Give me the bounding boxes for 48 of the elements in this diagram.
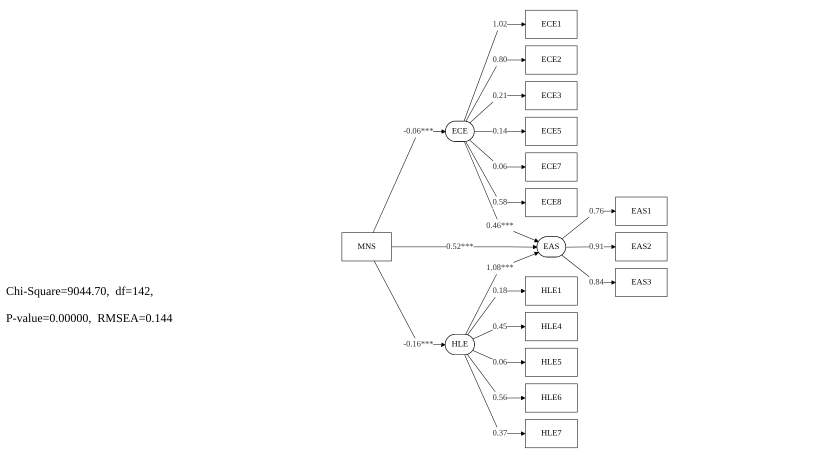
edge-label: 0.14 — [492, 126, 508, 136]
edge-label: 1.08*** — [486, 263, 514, 272]
edge-label: 0.06 — [492, 358, 508, 367]
edge-label: -0.06*** — [403, 126, 434, 136]
node-box: EAS1 — [615, 196, 668, 226]
edge-label: 0.06 — [492, 162, 508, 172]
node-box: MNS — [342, 232, 392, 262]
arrow — [465, 252, 539, 335]
edge-label: 1.02 — [492, 20, 508, 29]
arrow — [470, 140, 526, 170]
arrow — [464, 354, 526, 436]
node-box: EAS3 — [615, 268, 668, 297]
edge-label: 0.91 — [589, 242, 604, 252]
node-box: ECE8 — [525, 188, 578, 218]
arrow — [470, 93, 526, 124]
arrow — [466, 141, 526, 205]
node-box: ECE1 — [525, 10, 578, 39]
fit-statistics-text: Chi-Square=9044.70, df=142, — [6, 284, 154, 299]
arrow — [562, 208, 616, 240]
edge-label: 0.80 — [492, 55, 508, 64]
node-box: HLE5 — [525, 348, 578, 377]
arrow — [464, 22, 526, 122]
edge-label: 0.18 — [492, 286, 508, 296]
edge-label: -0.16*** — [403, 340, 434, 349]
edge-label: 0.52*** — [446, 242, 474, 252]
node-box: EAS2 — [615, 232, 668, 262]
arrow — [467, 354, 526, 400]
edge-label: 0.84 — [589, 278, 604, 287]
arrow — [466, 58, 526, 122]
edge-label: 0.46*** — [486, 221, 514, 230]
edge-label: 0.56 — [492, 393, 508, 402]
edge-label: 0.21 — [492, 90, 508, 100]
node-box: ECE3 — [525, 81, 578, 110]
arrow — [562, 255, 616, 285]
node-box: ECE5 — [525, 116, 578, 146]
edge-label: 0.37 — [492, 428, 508, 438]
edge-label: 0.45 — [492, 322, 508, 331]
node-box: HLE4 — [525, 312, 578, 342]
edge-label: 0.58 — [492, 198, 508, 207]
arrow — [464, 142, 539, 242]
fit-statistics-text: P-value=0.00000, RMSEA=0.144 — [6, 311, 174, 326]
node-box: ECE7 — [525, 152, 578, 182]
node-box: HLE1 — [525, 276, 578, 306]
node-box: ECE2 — [525, 46, 578, 74]
node-box: HLE6 — [525, 384, 578, 412]
edge-label: 0.76 — [589, 206, 604, 216]
arrow — [467, 288, 526, 336]
node-box: HLE7 — [525, 419, 578, 448]
